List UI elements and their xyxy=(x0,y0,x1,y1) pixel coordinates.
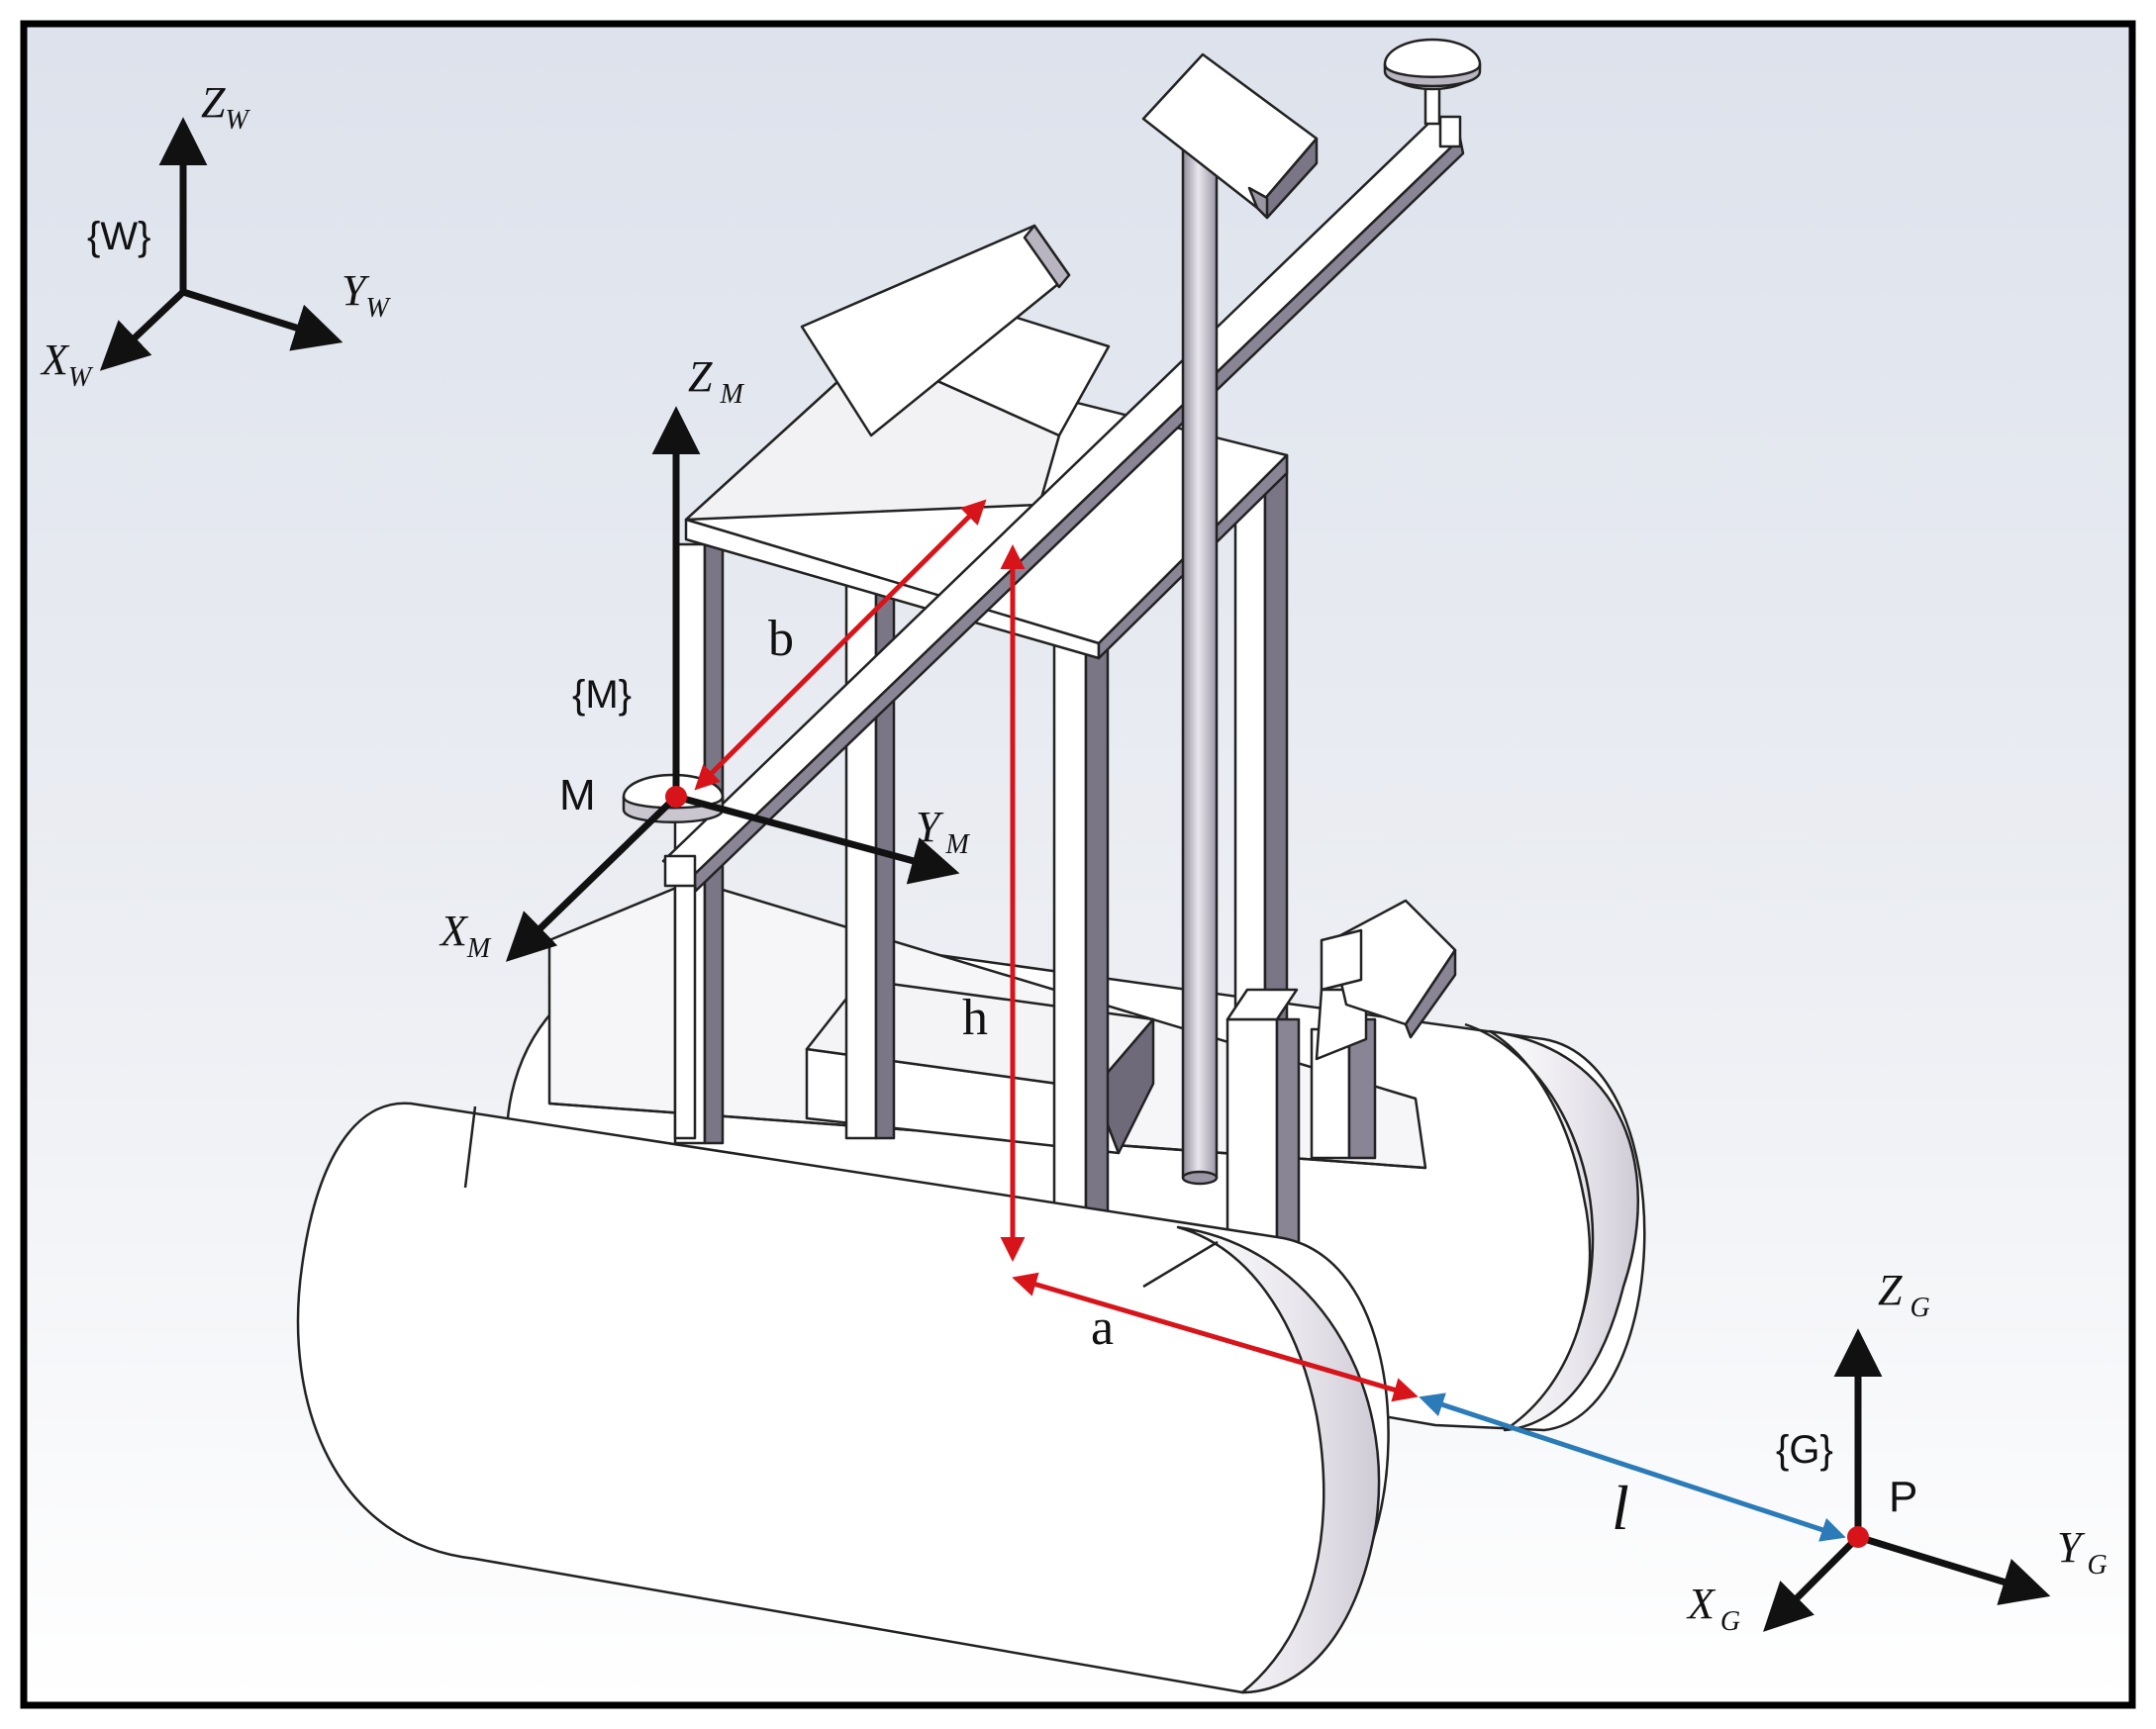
camera-on-mast xyxy=(1141,52,1319,220)
ground-frame-axes xyxy=(1763,1328,2051,1632)
side-sensor-bracket xyxy=(1225,899,1457,1259)
point-m-label: M xyxy=(559,771,596,819)
world-y-axis xyxy=(181,288,343,351)
world-frame-axes xyxy=(99,117,343,371)
mobile-frame-axes xyxy=(505,406,960,962)
point-p-label: P xyxy=(1889,1473,1917,1521)
solar-panel xyxy=(800,224,1071,437)
dimension-b-arrow xyxy=(694,499,987,791)
ground-x-axis xyxy=(1763,1534,1861,1632)
dimension-a-arrow xyxy=(1012,1272,1419,1402)
dimension-l-label: l xyxy=(1612,1473,1629,1543)
mobile-x-axis xyxy=(505,794,679,962)
world-x-label: XW xyxy=(40,336,94,393)
gnss-antenna-top xyxy=(1383,38,1482,126)
mobile-x-label: XM xyxy=(439,907,492,964)
dimension-a-label: a xyxy=(1091,1299,1114,1356)
ground-y-axis xyxy=(1856,1533,2051,1605)
mast-pole xyxy=(1181,146,1219,1186)
mobile-y-axis xyxy=(675,793,960,885)
figure-border xyxy=(20,20,2136,1709)
world-frame-label: {W} xyxy=(87,215,150,258)
dimension-h-label: h xyxy=(962,990,988,1046)
dimension-l-arrow xyxy=(1419,1393,1846,1542)
ground-frame-label: {G} xyxy=(1776,1428,1833,1472)
red-dot-icon-m xyxy=(665,786,687,808)
world-z-label: ZW xyxy=(201,78,250,136)
dimension-b-label: b xyxy=(768,611,794,667)
red-dot-icon-p xyxy=(1847,1526,1869,1548)
world-y-label: YW xyxy=(342,266,391,324)
world-x-axis xyxy=(99,289,186,371)
mobile-frame-label: {M} xyxy=(572,673,632,717)
dimension-arrows xyxy=(694,499,1846,1542)
